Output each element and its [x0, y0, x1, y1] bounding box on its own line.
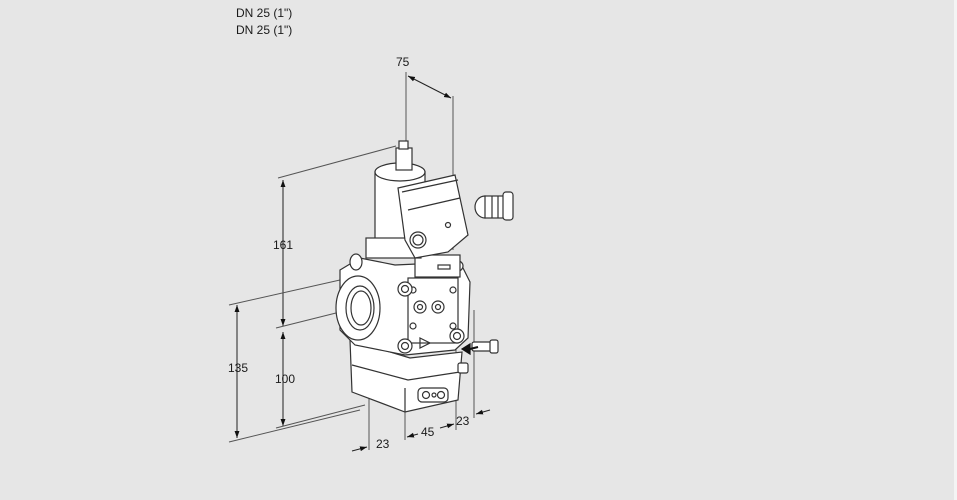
dimension-bottom-left: 23	[376, 437, 390, 451]
test-nipple	[457, 339, 499, 374]
dimension-bottom-right: 23	[456, 414, 470, 428]
dimension-bottom-middle: 45	[421, 425, 435, 439]
dimension-height-lower: 100	[275, 372, 296, 386]
nominal-size-line-2: DN 25 (1")	[236, 23, 293, 37]
plug-housing	[397, 174, 469, 259]
dimension-top-width: 75	[396, 55, 410, 69]
cable-gland	[474, 191, 514, 221]
dimension-height-total: 135	[228, 361, 249, 375]
nominal-size-line-1: DN 25 (1")	[236, 6, 293, 20]
header: DN 25 (1") DN 25 (1")	[236, 5, 292, 39]
dimension-height-upper: 161	[273, 238, 294, 252]
valve-illustration	[335, 140, 514, 413]
page-edge	[954, 0, 957, 500]
